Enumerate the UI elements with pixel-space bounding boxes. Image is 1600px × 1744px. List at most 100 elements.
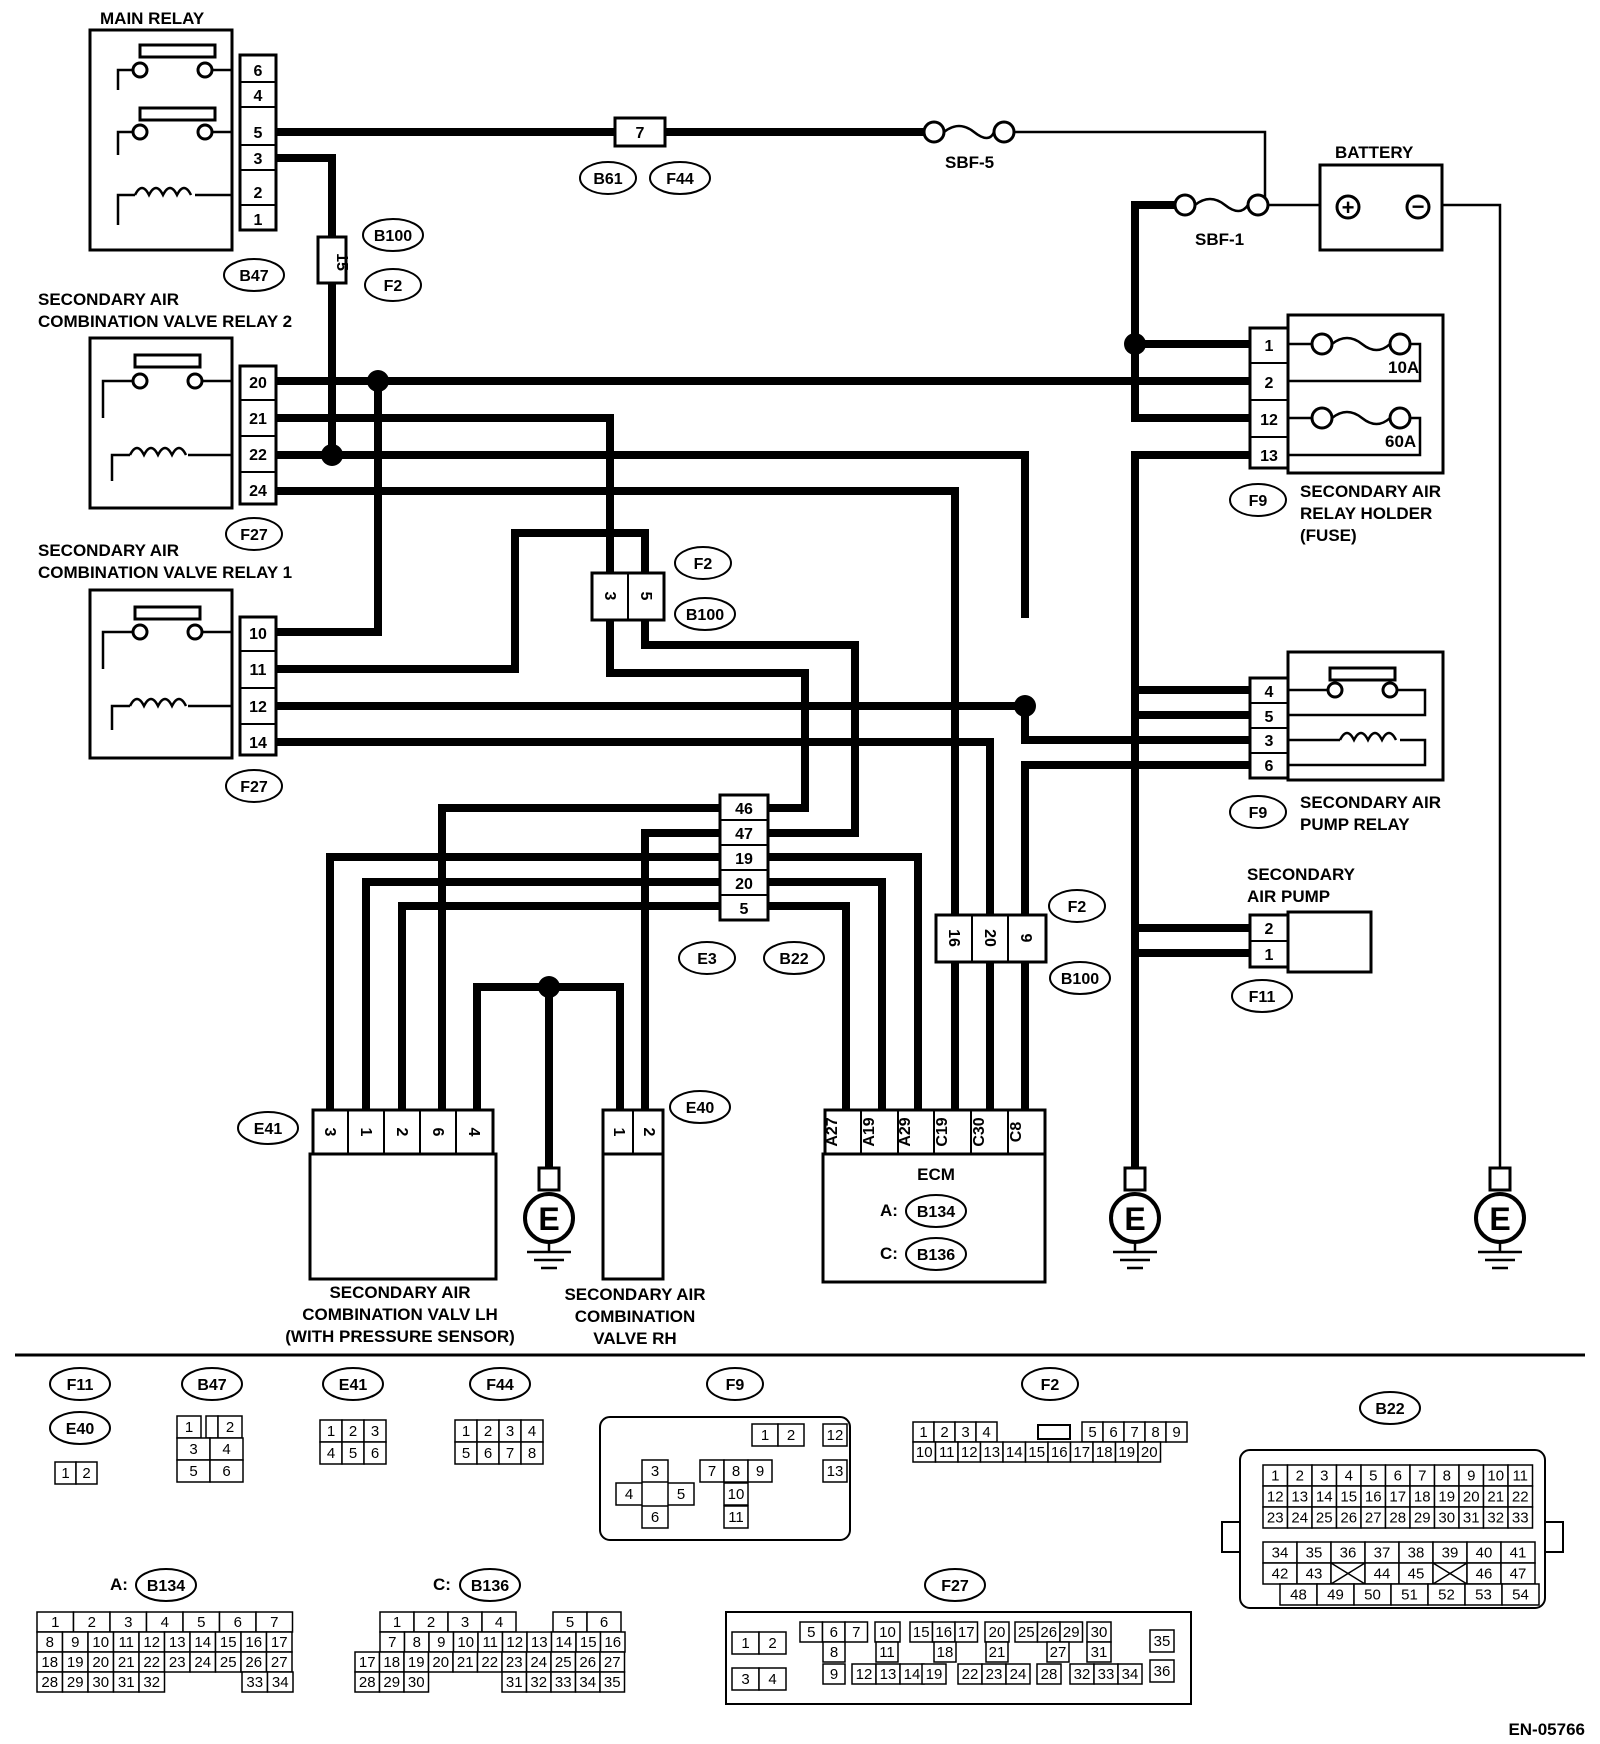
legend-b134-pin-label: 10	[92, 1634, 109, 1651]
secondary-air-pump-relay: 4 5 3 6 F9 SECONDARY AIR PUMP RELAY	[1229, 650, 1445, 834]
pin-label: A29	[897, 1117, 914, 1146]
fuse-label: SBF-5	[945, 153, 994, 172]
legend-f44-cell	[520, 1441, 544, 1465]
legend-b134-pin-label: 5	[197, 1614, 205, 1631]
junction-dot	[538, 976, 560, 998]
pin-label: 1	[254, 212, 263, 229]
legend-f2-pin-label: 18	[1096, 1444, 1113, 1461]
pin-label: C30	[971, 1117, 988, 1146]
legend-b47-cell	[205, 1415, 219, 1439]
legend-b134-pin-label: 2	[88, 1614, 96, 1631]
legend-f27-cell	[1005, 1663, 1031, 1685]
legend-f27-pin-label: 9	[830, 1666, 838, 1683]
legend-f2-pin-label: 15	[1028, 1444, 1045, 1461]
legend-f27-pin-label: 3	[741, 1671, 749, 1688]
legend-housing-b22-tab	[1221, 1521, 1241, 1553]
wire-relay2-24	[275, 487, 959, 930]
legend-f27-pin-label: 11	[879, 1644, 895, 1661]
legend-tag-text: B134	[147, 1578, 185, 1595]
legend-b22-pin-label: 44	[1374, 1566, 1391, 1583]
component-label: RELAY HOLDER	[1300, 504, 1432, 523]
wire-e3-5-ecm	[768, 902, 850, 1110]
legend-f44-pin-label: 3	[506, 1423, 514, 1440]
legend-b134-pin-label: 20	[92, 1654, 109, 1671]
legend-b136-pin-label: 20	[432, 1654, 449, 1671]
legend-b134-pin-label: 1	[51, 1614, 59, 1631]
legend-f2-pin-label: 17	[1073, 1444, 1090, 1461]
connector-tag-f9	[1229, 795, 1287, 829]
pin-label: 1	[1265, 338, 1274, 355]
legend-b22-cell	[1501, 1583, 1540, 1606]
legend-b136-cell	[403, 1671, 430, 1693]
legend-b47-pin-label: 6	[222, 1463, 230, 1480]
connector-tag-text: B61	[593, 171, 622, 188]
legend-b22-pin-label: 24	[1291, 1510, 1308, 1527]
legend-f44-pin-label: 5	[462, 1445, 470, 1462]
pin-label: 5	[254, 125, 263, 142]
connector-tag-text: B100	[686, 607, 724, 624]
ground-3: E	[1474, 1166, 1526, 1270]
connector-tag-e40	[669, 1090, 731, 1124]
legend-b134-pin-label: 7	[270, 1614, 278, 1631]
legend-f27-cell	[1117, 1663, 1143, 1685]
legend-b22-pin-label: 20	[1463, 1489, 1480, 1506]
ground-symbol: E	[1489, 1201, 1510, 1237]
pin-label: 4	[465, 1128, 482, 1137]
legend-b134-pin-label: 21	[118, 1654, 135, 1671]
legend-b136-pin-label: 1	[393, 1614, 401, 1631]
connector-tag-text: E40	[686, 1100, 715, 1117]
combination-valve-rh: 1 2 E40 SECONDARY AIR COMBINATION VALVE …	[564, 1090, 731, 1348]
legend-b22-pin-label: 29	[1414, 1510, 1431, 1527]
legend-tag-f11	[49, 1367, 111, 1401]
connector-tag-b134	[905, 1194, 967, 1228]
legend-f2-pin-label: 20	[1141, 1444, 1158, 1461]
legend-b136-pin-label: 24	[530, 1654, 547, 1671]
legend-e41-cell	[363, 1441, 387, 1465]
connector-tag-text: F2	[384, 278, 403, 295]
legend-b47-pin-label: 4	[222, 1441, 230, 1458]
pin-label: 12	[1260, 412, 1278, 429]
wire-e3-19	[326, 853, 720, 1110]
pin-label: 16	[945, 929, 962, 947]
legend-b134-pin-label: 29	[67, 1674, 84, 1691]
pin-label: 19	[735, 851, 753, 868]
pin-label: 9	[1017, 934, 1034, 943]
legend-b136-pin-label: 33	[555, 1674, 572, 1691]
legend-b22-pin-label: 26	[1340, 1510, 1357, 1527]
legend-f27-pin-label: 19	[926, 1666, 943, 1683]
legend-f27-pin-label: 15	[913, 1624, 930, 1641]
connector-tag-e41	[237, 1111, 299, 1145]
pin-label: A27	[824, 1117, 841, 1146]
pin-label: 11	[250, 662, 267, 679]
pin-label: C8	[1008, 1122, 1025, 1143]
legend-b134-pin-label: 31	[118, 1674, 135, 1691]
fuse-sbf1: SBF-1	[1173, 193, 1322, 249]
legend-b134-pin-label: 3	[124, 1614, 132, 1631]
legend-f27-cell	[933, 1641, 957, 1663]
legend-f27-pin-label: 36	[1154, 1663, 1171, 1680]
legend-b136-pin-label: 25	[555, 1654, 572, 1671]
ground-symbol: E	[538, 1201, 559, 1237]
main-relay-body	[88, 28, 234, 252]
legend-b136-pin-label: 14	[555, 1634, 572, 1651]
pin-label: 20	[249, 375, 267, 392]
wire-e3-47	[641, 829, 720, 1110]
legend-b22-pin-label: 48	[1290, 1587, 1307, 1604]
junctions	[321, 333, 1146, 998]
legend-f27-pin-label: 23	[986, 1666, 1003, 1683]
legend-f27-pin-label: 6	[830, 1624, 838, 1641]
secondary-air-pump: SECONDARY AIR PUMP 2 1 F11	[1231, 865, 1373, 1013]
legend-e41-pin-label: 5	[349, 1445, 357, 1462]
legend-housing-f2-key	[1037, 1424, 1071, 1440]
component-label: VALVE RH	[593, 1329, 676, 1348]
legend-f2-pin-label: 19	[1118, 1444, 1135, 1461]
pin-label: 1	[357, 1128, 374, 1137]
legend-f27-pin-label: 8	[830, 1644, 838, 1661]
legend-f27-pin-label: 31	[1091, 1644, 1108, 1661]
combination-valve-lh: E41 3 1 2 6 4 SECONDARY AIR COMBINATION …	[237, 1108, 515, 1346]
legend-b134-cell	[138, 1671, 166, 1693]
wire-relay2-21	[275, 414, 614, 573]
legend-f2-pin-label: 3	[961, 1424, 969, 1441]
ecm-prefix: A:	[880, 1201, 898, 1220]
legend-f9-pin-label: 7	[708, 1463, 716, 1480]
